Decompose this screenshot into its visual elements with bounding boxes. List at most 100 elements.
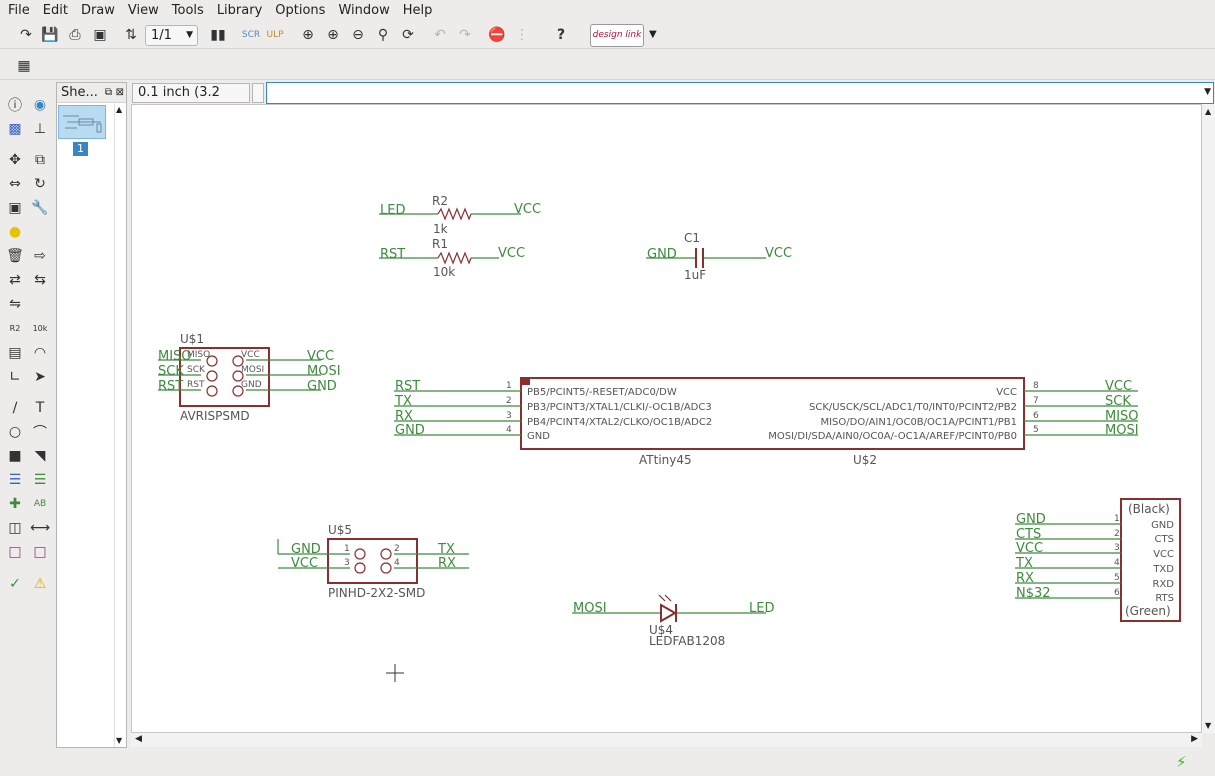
- zoom-fit-icon[interactable]: ⊕: [302, 27, 314, 43]
- capacitor-c1[interactable]: GND VCC C1 1uF: [646, 231, 792, 282]
- menu-edit[interactable]: Edit: [42, 2, 68, 18]
- rotate-icon[interactable]: ↻: [34, 176, 46, 192]
- zoom-out-icon[interactable]: ⊖: [352, 27, 364, 43]
- pin-label: CTS: [1155, 534, 1174, 545]
- menu-file[interactable]: File: [8, 2, 30, 18]
- scroll-left-icon[interactable]: ◀: [135, 734, 142, 744]
- net-label: RST: [380, 247, 405, 262]
- label-icon[interactable]: AB: [33, 499, 47, 509]
- polygon-icon[interactable]: ◥: [34, 448, 46, 464]
- attribute-icon[interactable]: ◫: [8, 520, 22, 536]
- command-input[interactable]: [266, 82, 1214, 104]
- pin-label: GND: [527, 431, 550, 442]
- junction-icon[interactable]: ✚: [9, 496, 21, 512]
- replace-icon[interactable]: ⇄: [9, 272, 21, 288]
- part-u4-led[interactable]: MOSI LED U$4 LEDFAB1208: [572, 594, 774, 648]
- split-icon[interactable]: ∟: [9, 369, 21, 385]
- part-u1-avrisp[interactable]: MISO SCK RST VCC MOSI GND MISO SCK RST V…: [158, 332, 341, 423]
- menu-tools[interactable]: Tools: [171, 2, 204, 18]
- help-icon[interactable]: ?: [556, 27, 566, 43]
- horizontal-scrollbar[interactable]: ◀ ▶: [131, 733, 1202, 747]
- scroll-down-icon[interactable]: ▼: [116, 736, 123, 745]
- undo-icon[interactable]: ↶: [434, 27, 446, 43]
- script-icon[interactable]: SCR: [241, 30, 261, 40]
- sheet-thumbnail[interactable]: [58, 105, 106, 139]
- name-icon[interactable]: R2: [9, 323, 21, 333]
- bus-icon[interactable]: ☰: [8, 472, 22, 488]
- invoke-icon[interactable]: ➤: [34, 369, 46, 385]
- vertical-scrollbar[interactable]: ▲ ▼: [1202, 104, 1215, 733]
- modules-icon[interactable]: □: [33, 544, 47, 560]
- copy-icon[interactable]: ⧉: [35, 152, 45, 168]
- ulp-icon[interactable]: ▮▮: [210, 27, 226, 43]
- group-icon[interactable]: ▣: [8, 200, 22, 216]
- value-icon[interactable]: 10k: [32, 323, 48, 333]
- run-icon[interactable]: ULP: [266, 30, 284, 40]
- page-select[interactable]: 1/1▼: [145, 25, 198, 46]
- close-icon[interactable]: ⊠: [115, 87, 124, 98]
- frame-icon[interactable]: □: [8, 544, 22, 560]
- part-u5-pinheader[interactable]: 1 2 3 4 GND VCC TX RX U$5 PINHD-2X2-SMD: [277, 523, 469, 600]
- warning-icon[interactable]: ⚠: [33, 576, 47, 592]
- change-icon[interactable]: 🔧: [31, 200, 49, 216]
- display-icon[interactable]: ▩: [8, 121, 22, 137]
- save-icon[interactable]: 💾: [41, 27, 59, 43]
- redo-icon[interactable]: ↷: [459, 27, 471, 43]
- menu-options[interactable]: Options: [275, 2, 326, 18]
- scroll-up-icon[interactable]: ▲: [116, 105, 123, 114]
- sheets-scrollbar[interactable]: ▲ ▼: [114, 103, 126, 747]
- bookmark-icon[interactable]: ⇅: [125, 27, 137, 43]
- part-ftdi-connector[interactable]: GND CTS VCC TX RX N$32 1 2 3 4 5 6 GND C…: [1015, 498, 1181, 622]
- mark-icon[interactable]: ⊥: [33, 121, 47, 137]
- stop-icon[interactable]: ⛔: [488, 27, 506, 43]
- schematic-canvas[interactable]: .w { stroke: #3d8b3d; stroke-width: 1.2;…: [131, 104, 1202, 733]
- redraw-icon[interactable]: ⟳: [402, 27, 414, 43]
- info-icon[interactable]: ⓘ: [8, 98, 22, 114]
- chevron-down-icon[interactable]: ▼: [649, 29, 657, 40]
- pinswap-icon[interactable]: ⇆: [34, 272, 46, 288]
- zoom-select-icon[interactable]: ⚲: [377, 27, 389, 43]
- zoom-in-icon[interactable]: ⊕: [327, 27, 339, 43]
- menu-library[interactable]: Library: [216, 2, 263, 18]
- pin-pad: [232, 355, 244, 367]
- dimension-icon[interactable]: ⟷: [29, 520, 51, 536]
- paste-icon[interactable]: ●: [8, 224, 22, 240]
- chevron-down-icon[interactable]: ▼: [1204, 87, 1211, 97]
- scroll-up-icon[interactable]: ▲: [1205, 107, 1212, 116]
- float-icon[interactable]: ⧉: [104, 87, 112, 98]
- menu-window[interactable]: Window: [338, 2, 390, 18]
- wire-icon[interactable]: ∕: [12, 400, 18, 416]
- resistor-r1[interactable]: RST VCC R1 10k: [379, 237, 525, 279]
- lightning-icon[interactable]: ⚡: [1176, 753, 1187, 771]
- scroll-down-icon[interactable]: ▼: [1205, 721, 1212, 730]
- smash-icon[interactable]: ▤: [8, 345, 22, 361]
- delete-icon[interactable]: 🗑: [6, 248, 24, 264]
- miter-icon[interactable]: ◠: [33, 345, 47, 361]
- mirror-icon[interactable]: ⇔: [9, 176, 21, 192]
- add-icon[interactable]: ⇨: [34, 248, 46, 264]
- sheet-number[interactable]: 1: [73, 142, 88, 156]
- menu-help[interactable]: Help: [402, 2, 433, 18]
- open-icon[interactable]: ↷: [20, 27, 32, 43]
- show-icon[interactable]: ◉: [33, 97, 47, 113]
- part-name: R1: [432, 237, 448, 251]
- scroll-right-icon[interactable]: ▶: [1191, 734, 1198, 744]
- sheets-panel-header: She... ⧉ ⊠: [57, 83, 126, 103]
- cam-icon[interactable]: ▣: [93, 27, 107, 43]
- circle-icon[interactable]: ○: [8, 424, 22, 440]
- arc-icon[interactable]: ⌒: [33, 425, 47, 441]
- rect-icon[interactable]: ■: [8, 448, 22, 464]
- part-u2-attiny45[interactable]: RST TX RX GND 1 2 3 4 PB5/PCINT5/-RESET/…: [394, 377, 1139, 467]
- gateswap-icon[interactable]: ⇋: [9, 296, 21, 312]
- text-icon[interactable]: T: [35, 400, 45, 416]
- net-icon[interactable]: ☰: [33, 472, 47, 488]
- designlink-button[interactable]: design link: [590, 24, 644, 47]
- menu-view[interactable]: View: [127, 2, 159, 18]
- grid-icon[interactable]: ▦: [17, 58, 31, 74]
- print-icon[interactable]: ⎙: [69, 27, 81, 43]
- resistor-r2[interactable]: LED VCC R2 1k: [379, 194, 541, 236]
- erc-icon[interactable]: ✓: [9, 576, 21, 592]
- menu-draw[interactable]: Draw: [80, 2, 115, 18]
- move-icon[interactable]: ✥: [9, 152, 21, 168]
- go-icon[interactable]: ⋮: [515, 27, 529, 43]
